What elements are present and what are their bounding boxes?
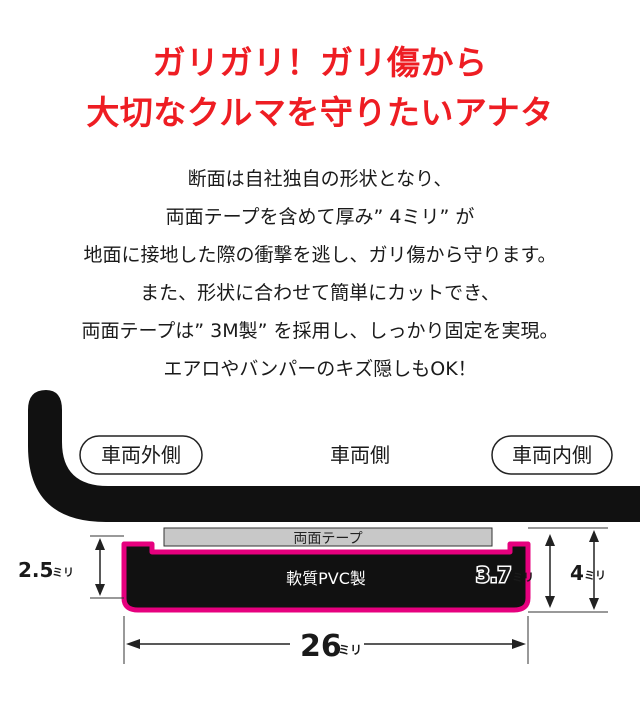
headline-line-2: 大切なクルマを守りたいアナタ bbox=[86, 93, 554, 132]
outer-side-label: 車両外側 bbox=[101, 443, 181, 467]
description-line: 両面テープを含めて厚み” 4ミリ” が bbox=[165, 206, 475, 228]
dim-right-inner-value: 3.7 bbox=[476, 563, 511, 587]
dim-left-unit: ミリ bbox=[52, 566, 74, 579]
dim-right-outer-value: 4 bbox=[570, 561, 584, 585]
pvc-protector-shape bbox=[121, 541, 531, 613]
description-line: また、形状に合わせて簡単にカットでき、 bbox=[140, 282, 500, 304]
outer-side-pill bbox=[79, 435, 203, 475]
double-sided-tape bbox=[163, 527, 493, 547]
pvc-label: 軟質PVC製 bbox=[286, 569, 366, 588]
dim-right-inner-unit: ミリ bbox=[512, 571, 534, 584]
dim-right-inner-arrow-down bbox=[545, 596, 555, 608]
dim-width-arrow-left bbox=[126, 639, 140, 649]
dim-left-arrow-up bbox=[95, 538, 105, 550]
inner-side-pill bbox=[491, 435, 613, 475]
inner-side-label: 車両内側 bbox=[512, 443, 592, 467]
dim-right-outer-arrow-down bbox=[589, 598, 599, 610]
dim-left-arrow-down bbox=[95, 584, 105, 596]
dim-right-outer-unit: ミリ bbox=[584, 569, 606, 582]
dim-right-outer-arrow-up bbox=[589, 530, 599, 542]
description-line: エアロやバンパーのキズ隠しもOK！ bbox=[163, 358, 477, 380]
vehicle-side-label: 車両側 bbox=[330, 443, 390, 467]
headline-line-1: ガリガリ！ガリ傷から bbox=[152, 43, 488, 82]
dim-width-value: 26 bbox=[300, 629, 342, 664]
description-line: 地面に接地した際の衝撃を逃し、ガリ傷から守ります。 bbox=[83, 244, 557, 266]
dim-left-value: 2.5 bbox=[18, 558, 53, 582]
dim-width-unit: ミリ bbox=[338, 643, 362, 657]
dim-width-arrow-right bbox=[512, 639, 526, 649]
vehicle-body-shape bbox=[28, 390, 640, 522]
description-line: 両面テープは” 3M製” を採用し、しっかり固定を実現。 bbox=[81, 320, 559, 342]
dim-right-inner-arrow-up bbox=[545, 534, 555, 546]
description-line: 断面は自社独自の形状となり、 bbox=[187, 168, 453, 190]
tape-label: 両面テープ bbox=[293, 531, 362, 547]
